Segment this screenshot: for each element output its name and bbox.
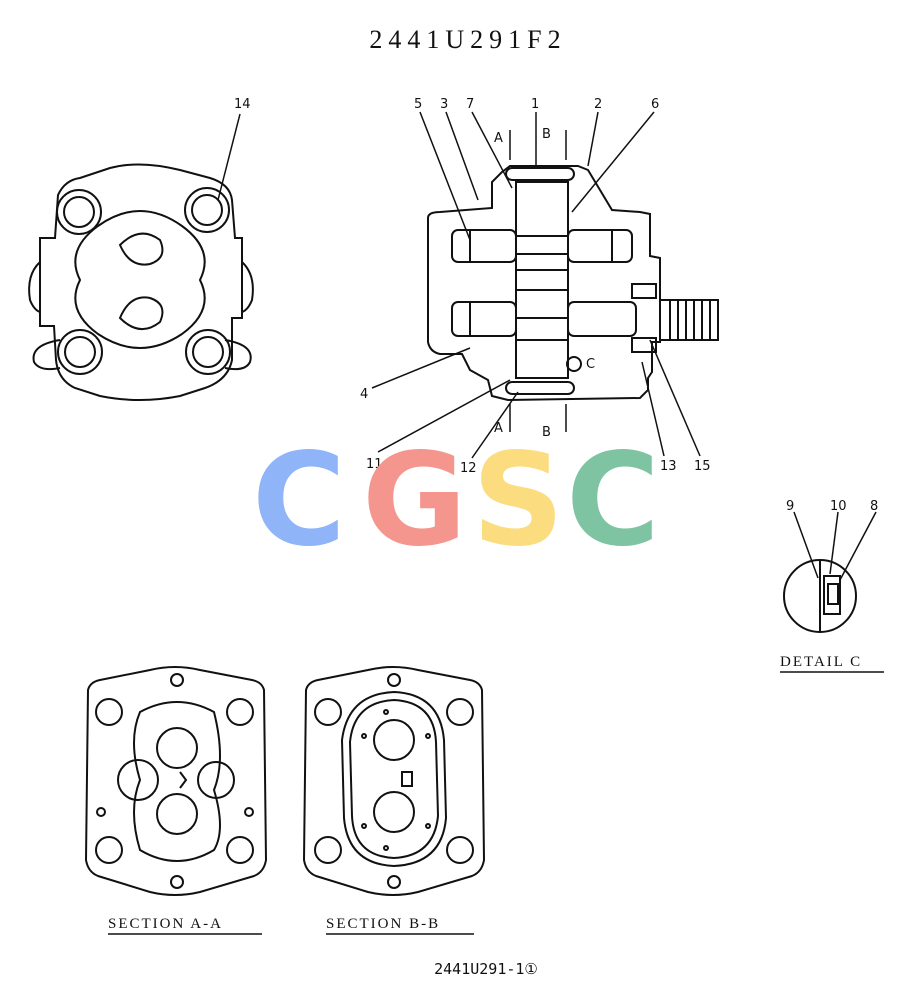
watermark-letter-g: G (362, 426, 467, 575)
callout-6: 6 (651, 97, 659, 112)
section-mark-b-top: B (542, 127, 551, 142)
detail-c-label: DETAIL C (780, 654, 862, 670)
callout-14: 14 (234, 97, 251, 112)
callout-4: 4 (360, 387, 368, 402)
watermark-letter-s: S (472, 426, 564, 575)
callout-10: 10 (830, 499, 847, 514)
cgsc-watermark: C G S C (252, 426, 660, 575)
footer-number-text: 2441U291-1 (434, 960, 524, 978)
section-a-a-label: SECTION A-A (108, 916, 223, 932)
footer-drawing-number: 2441U291-1① (434, 960, 538, 978)
section-mark-a-bottom: A (494, 421, 503, 436)
section-mark-a-top: A (494, 131, 503, 146)
detail-c-marker: C (586, 357, 595, 372)
section-mark-b-bottom: B (542, 425, 551, 440)
section-b-b-label: SECTION B-B (326, 916, 440, 932)
callout-11: 11 (366, 457, 383, 472)
callout-12: 12 (460, 461, 477, 476)
callout-9: 9 (786, 499, 794, 514)
drawing-title: 2441U291F2 (369, 25, 566, 54)
watermark-letter-c2: C (566, 426, 660, 575)
watermark-letter-c1: C (252, 426, 346, 575)
detail-c-view (780, 511, 884, 673)
front-view (28, 113, 254, 401)
section-a-a-view (84, 666, 268, 935)
callout-13: 13 (660, 459, 677, 474)
callout-15: 15 (694, 459, 711, 474)
side-view (371, 111, 719, 459)
section-b-b-view (302, 666, 486, 935)
callout-7: 7 (466, 97, 474, 112)
callout-2: 2 (594, 97, 602, 112)
callout-1: 1 (531, 97, 539, 112)
callout-8: 8 (870, 499, 878, 514)
callout-5: 5 (414, 97, 422, 112)
revision-mark: ① (524, 960, 537, 978)
callout-3: 3 (440, 97, 448, 112)
